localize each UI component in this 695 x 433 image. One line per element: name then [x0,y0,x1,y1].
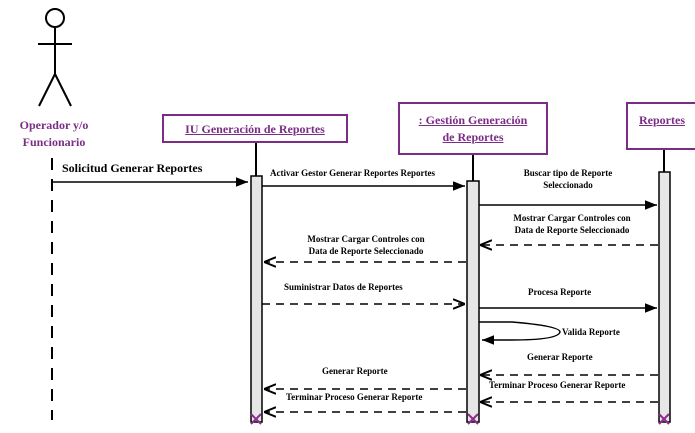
message-activar: Activar Gestor Generar Reportes Reportes [270,168,435,178]
message-mostrar-2-line1: Mostrar Cargar Controles con [307,234,425,244]
message-valida: Valida Reporte [562,327,620,337]
destroy-mark-gestion [467,413,479,425]
destroy-mark-reportes [658,413,670,425]
object-gestion: : Gestión Generación de Reportes [398,102,548,155]
message-buscar-line1: Buscar tipo de Reporte [523,168,613,178]
message-suministrar: Suministrar Datos de Reportes [284,282,403,292]
object-gestion-label-line1: : Gestión Generación [418,113,528,127]
message-mostrar-1: Mostrar Cargar Controles con Data de Rep… [484,212,660,236]
message-mostrar-1-line1: Mostrar Cargar Controles con [513,213,631,223]
actor-label: Operador y/o Funcionario [0,117,108,151]
message-mostrar-1-line2: Data de Reporte Seleccionado [514,225,630,235]
message-buscar: Buscar tipo de Reporte Seleccionado [505,167,631,191]
actor-label-line1: Operador y/o [19,118,89,132]
message-mostrar-2: Mostrar Cargar Controles con Data de Rep… [276,233,456,257]
arrow-valida-self [479,321,561,345]
actor-icon [38,8,72,107]
object-reportes: Reportes [626,102,695,150]
destroy-mark-iu [250,413,262,425]
message-buscar-line2: Seleccionado [543,180,593,190]
activation-gestion [466,180,480,423]
activation-iu [250,175,263,423]
message-solicitud: Solicitud Generar Reportes [62,161,203,175]
message-procesa: Procesa Reporte [528,287,592,297]
activation-reportes [658,171,671,423]
message-mostrar-2-line2: Data de Reporte Seleccionado [308,246,424,256]
message-generar-1: Generar Reporte [527,352,593,362]
object-gestion-label-line2: de Reportes [442,130,504,144]
message-terminar-1: Terminar Proceso Generar Reporte [489,380,626,390]
object-iu-label: IU Generación de Reportes [185,122,325,136]
object-reportes-label: Reportes [639,113,685,127]
actor-label-line2: Funcionario [22,135,86,149]
message-generar-2: Generar Reporte [322,366,388,376]
message-terminar-2: Terminar Proceso Generar Reporte [286,392,423,402]
object-iu: IU Generación de Reportes [162,114,348,143]
